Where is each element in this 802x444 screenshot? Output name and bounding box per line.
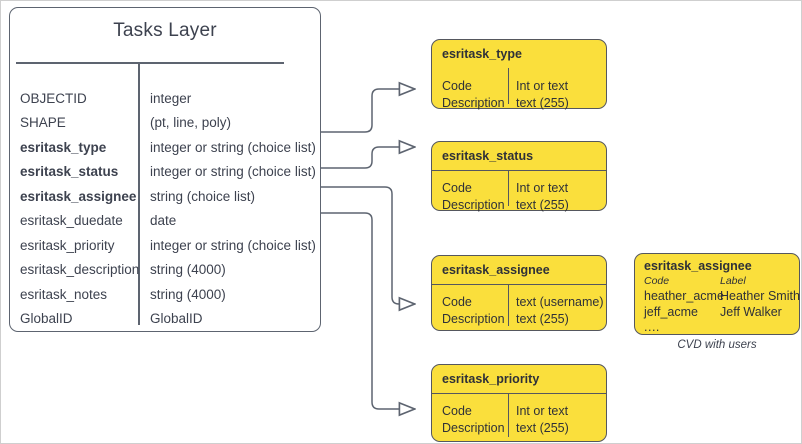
domain-left-description: Description — [442, 420, 505, 435]
cvd-row-code: jeff_acme — [644, 305, 698, 319]
domain-right-description-type: text (255) — [516, 420, 569, 435]
field-name: esritask_priority — [20, 237, 115, 253]
domain-left-code: Code — [442, 295, 472, 309]
cvd-row-label: Jeff Walker — [720, 305, 782, 319]
field-row: esritask_notes string (4000) — [10, 282, 320, 307]
domain-right-description-type: text (255) — [516, 95, 569, 110]
field-name: esritask_type — [20, 139, 107, 155]
field-row: esritask_priority integer or string (choi… — [10, 233, 320, 258]
cvd-row: heather_acme Heather Smith — [644, 288, 800, 304]
field-type: integer — [150, 90, 192, 106]
domain-right-column: Int or text text (255) — [516, 180, 569, 213]
domain-right-column: text (username) text (255) — [516, 294, 604, 327]
field-row: GlobalID GlobalID — [10, 307, 320, 332]
field-type: integer or string (choice list) — [150, 164, 316, 180]
domain-title-divider — [432, 170, 606, 172]
field-row: esritask_type integer or string (choice l… — [10, 135, 320, 160]
domain-title-divider — [432, 393, 606, 395]
domain-right-code-type: Int or text — [516, 79, 569, 93]
domain-column-divider — [508, 170, 510, 206]
domain-left-code: Code — [442, 79, 472, 93]
domain-title-divider — [432, 284, 606, 286]
cvd-grid: Code Label heather_acme Heather Smith je… — [644, 275, 800, 334]
domain-title: esritask_status — [442, 149, 534, 163]
cvd-assignee-box[interactable]: esritask_assignee Code Label heather_acm… — [634, 253, 800, 335]
field-name: esritask_description — [20, 262, 140, 278]
connector-assignee — [321, 186, 415, 304]
domain-left-description: Description — [442, 197, 505, 212]
domain-title: esritask_type — [442, 47, 522, 61]
field-type: date — [150, 213, 177, 229]
connector-type — [321, 89, 415, 133]
domain-left-column: Code Description — [442, 78, 505, 111]
field-row: SHAPE (pt, line, poly) — [10, 111, 320, 136]
domain-right-code-type: text (username) — [516, 295, 604, 309]
field-type: string (choice list) — [150, 188, 256, 204]
domain-left-code: Code — [442, 181, 472, 195]
cvd-header-label: Label — [720, 275, 746, 287]
field-row: esritask_duedate date — [10, 209, 320, 234]
domain-title: esritask_assignee — [442, 263, 550, 277]
domain-left-code: Code — [442, 404, 472, 418]
domain-box-esritask-status[interactable]: esritask_status Code Description Int or … — [431, 141, 607, 213]
field-name: OBJECTID — [20, 90, 87, 106]
domain-left-description: Description — [442, 95, 505, 110]
domain-right-description-type: text (255) — [516, 311, 569, 326]
cvd-row: jeff_acme Jeff Walker — [644, 304, 795, 320]
page-title: Tasks Layer — [113, 20, 217, 41]
domain-column-divider — [508, 393, 510, 437]
field-type: GlobalID — [150, 311, 203, 327]
domain-left-description: Description — [442, 311, 505, 326]
domain-column-divider — [508, 284, 510, 326]
field-row: esritask_status integer or string (choice… — [10, 160, 320, 185]
field-row: esritask_description string (4000) — [10, 258, 320, 283]
field-name: esritask_status — [20, 164, 119, 180]
cvd-header-row: Code Label — [644, 275, 795, 288]
entity-column-divider — [138, 63, 140, 325]
domain-box-esritask-assignee[interactable]: esritask_assignee Code Description text … — [431, 255, 607, 331]
domain-left-column: Code Description — [442, 403, 505, 436]
connector-priority — [321, 212, 415, 409]
domain-box-esritask-type[interactable]: esritask_type Code Description Int or te… — [431, 39, 607, 111]
cvd-more-ellipsis: .... — [644, 320, 660, 334]
entity-title-divider — [16, 62, 284, 64]
domain-column-divider — [508, 68, 510, 104]
field-type: (pt, line, poly) — [150, 115, 232, 131]
field-name: GlobalID — [20, 311, 73, 327]
field-name: esritask_assignee — [20, 188, 137, 204]
domain-right-column: Int or text text (255) — [516, 403, 569, 436]
domain-left-column: Code Description — [442, 294, 505, 327]
cvd-caption: CVD with users — [677, 339, 757, 351]
field-name: SHAPE — [20, 115, 66, 131]
cvd-title: esritask_assignee — [644, 259, 752, 273]
connector-status — [321, 147, 415, 169]
field-type: string (4000) — [150, 286, 226, 302]
field-name: esritask_notes — [20, 286, 108, 302]
domain-left-column: Code Description — [442, 180, 505, 213]
cvd-row-label: Heather Smith — [720, 289, 800, 303]
domain-title: esritask_priority — [442, 372, 540, 386]
field-row: OBJECTID integer — [10, 86, 320, 111]
domain-right-code-type: Int or text — [516, 181, 569, 195]
cvd-row-code: heather_acme — [644, 289, 724, 303]
domain-right-column: Int or text text (255) — [516, 78, 569, 111]
domain-right-code-type: Int or text — [516, 404, 569, 418]
field-type: integer or string (choice list) — [150, 139, 316, 155]
field-row: esritask_assignee string (choice list) — [10, 184, 320, 209]
cvd-header-code: Code — [644, 275, 670, 287]
field-type: integer or string (choice list) — [150, 237, 316, 253]
domain-box-esritask-priority[interactable]: esritask_priority Code Description Int o… — [431, 364, 607, 442]
domain-right-description-type: text (255) — [516, 197, 569, 212]
field-type: string (4000) — [150, 262, 226, 278]
field-name: esritask_duedate — [20, 213, 123, 229]
